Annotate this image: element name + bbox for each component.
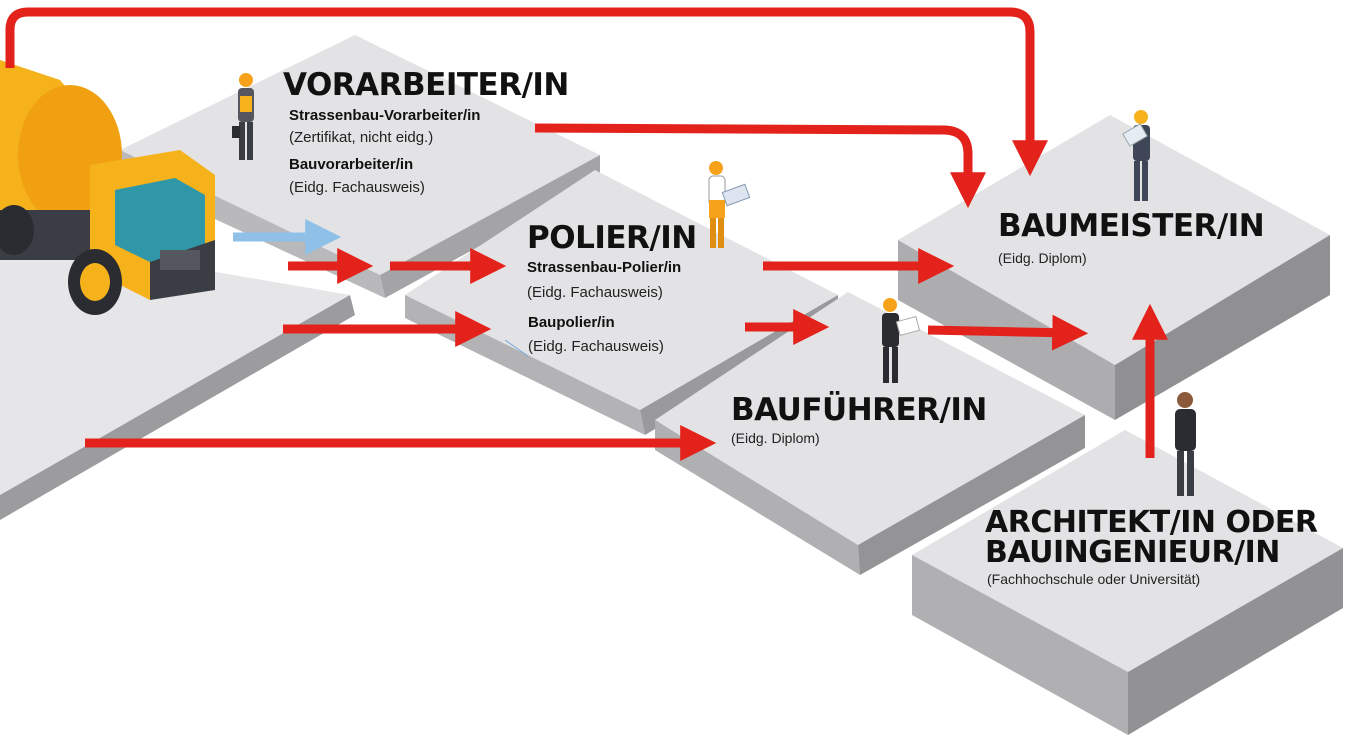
worker-icon-vorarbeiter (232, 73, 254, 160)
polier-item1-name: Strassenbau-Polier/in (527, 259, 682, 276)
title-baufuehrer: BAUFÜHRER/IN (731, 392, 987, 428)
worker-icon-bauleiter (882, 298, 921, 383)
architect-icon-baumeister (1122, 110, 1150, 201)
worker-icon-polier (708, 161, 751, 248)
decor-line (504, 339, 529, 357)
arrows (5, 7, 1168, 461)
arrow-vorarbeiter-to-baumeister (534, 123, 986, 209)
cement-truck-icon (0, 60, 215, 315)
title-architekt-line1: ARCHITEKT/IN ODER (985, 505, 1318, 540)
polier-item1-note: (Eidg. Fachausweis) (527, 284, 663, 301)
vorarbeiter-item2-note: (Eidg. Fachausweis) (289, 179, 425, 196)
engineer-icon-architekt (1175, 392, 1196, 496)
title-polier: POLIER/IN (527, 220, 697, 256)
vorarbeiter-item1-name: Strassenbau-Vorarbeiter/in (289, 107, 481, 124)
architekt-note: (Fachhochschule oder Universität) (987, 571, 1201, 587)
title-baumeister: BAUMEISTER/IN (998, 208, 1265, 244)
baumeister-note: (Eidg. Diplom) (998, 250, 1087, 266)
vorarbeiter-item1-note: (Zertifikat, nicht eidg.) (289, 129, 434, 146)
title-architekt-line2: BAUINGENIEUR/IN (985, 535, 1280, 570)
polier-item2-note: (Eidg. Fachausweis) (528, 338, 664, 355)
platform-architekt (912, 430, 1343, 735)
vorarbeiter-item2-name: Bauvorarbeiter/in (289, 156, 414, 173)
title-vorarbeiter: VORARBEITER/IN (283, 67, 569, 103)
polier-item2-name: Baupolier/in (528, 314, 615, 331)
arrow-baufuehrer-to-baumeister (927, 314, 1089, 351)
baufuehrer-note: (Eidg. Diplom) (731, 430, 820, 446)
arrow-top-loop (5, 7, 1048, 177)
